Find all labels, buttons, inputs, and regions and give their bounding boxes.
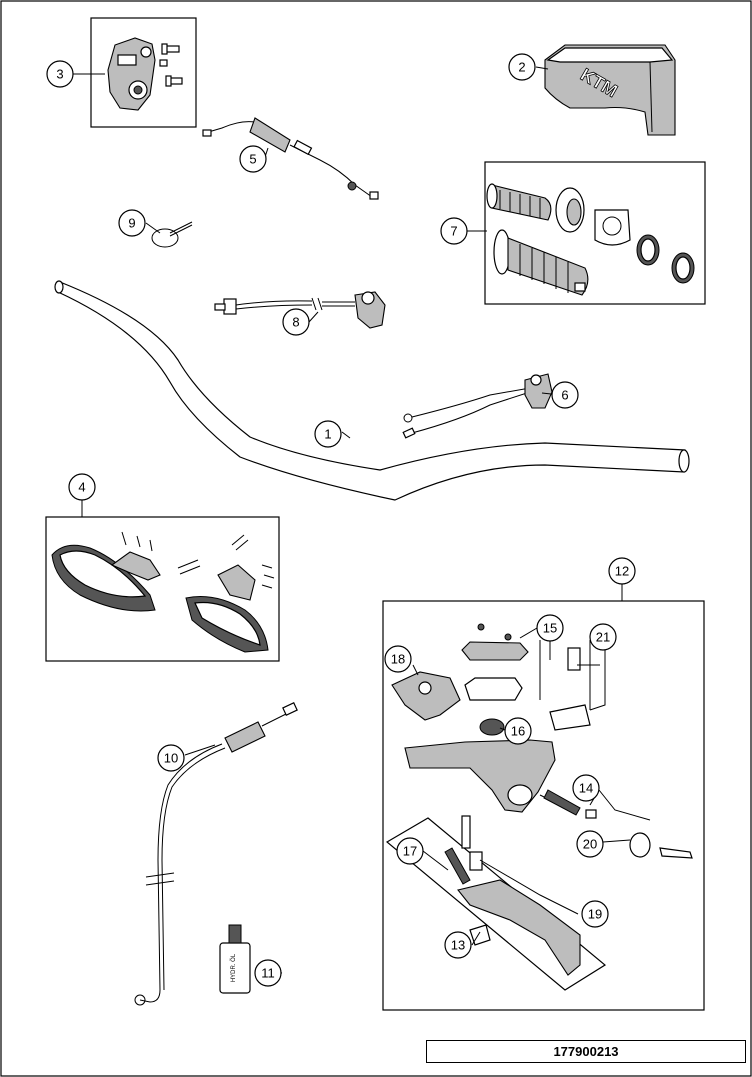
bottle-label: HYDR. ÖL: [230, 953, 237, 982]
svg-text:13: 13: [451, 938, 465, 953]
svg-text:19: 19: [588, 907, 602, 922]
part-9-cable-tie: [151, 221, 193, 248]
part-5-throttle-cable: [202, 117, 379, 200]
callout-18: 18: [384, 645, 412, 673]
svg-text:14: 14: [579, 781, 593, 796]
part-6-start-button: [402, 373, 553, 439]
part-3-switch-housing: [90, 17, 197, 128]
part-12-brake-master-cylinder: [382, 584, 705, 1011]
callout-10: 10: [157, 744, 185, 772]
svg-text:21: 21: [596, 630, 610, 645]
svg-text:9: 9: [128, 216, 135, 231]
svg-text:3: 3: [56, 67, 63, 82]
svg-text:11: 11: [261, 966, 275, 981]
callout-4: 4: [68, 473, 96, 501]
callout-15: 15: [536, 614, 564, 642]
callout-7: 7: [440, 217, 468, 245]
svg-text:10: 10: [164, 751, 178, 766]
part-7-grip-set: [484, 161, 706, 305]
svg-text:17: 17: [403, 844, 417, 859]
svg-text:12: 12: [615, 564, 629, 579]
callout-6: 6: [551, 381, 579, 409]
svg-text:7: 7: [450, 224, 457, 239]
svg-text:16: 16: [511, 724, 525, 739]
callout-2: 2: [508, 53, 536, 81]
callout-1: 1: [314, 420, 342, 448]
callout-20: 20: [576, 830, 604, 858]
part-8-switch: [214, 291, 386, 329]
callouts: 1 2 3 4 5 6 7 8 9 10 11 12 13 14 15 16 1…: [46, 53, 636, 987]
svg-text:5: 5: [249, 152, 256, 167]
callout-13: 13: [444, 931, 472, 959]
part-4-handguard-kit: [45, 516, 280, 662]
reference-number: 177900213: [426, 1040, 746, 1063]
svg-text:1: 1: [324, 427, 331, 442]
part-11-hydraulic-oil: HYDR. ÖL: [219, 924, 251, 994]
callout-21: 21: [589, 623, 617, 651]
svg-text:2: 2: [518, 60, 525, 75]
part-1-handlebar: [54, 280, 690, 501]
part-2-handlebar-pad: KTM: [544, 44, 676, 136]
svg-text:15: 15: [543, 621, 557, 636]
svg-text:18: 18: [391, 652, 405, 667]
callout-9: 9: [118, 209, 146, 237]
svg-text:4: 4: [78, 480, 85, 495]
part-10-brake-line: [134, 702, 298, 1006]
callout-3: 3: [46, 60, 74, 88]
callout-19: 19: [581, 900, 609, 928]
callout-17: 17: [396, 837, 424, 865]
svg-text:8: 8: [292, 315, 299, 330]
svg-text:20: 20: [583, 837, 597, 852]
svg-text:6: 6: [561, 388, 568, 403]
callout-8: 8: [282, 308, 310, 336]
callout-16: 16: [504, 717, 532, 745]
callout-11: 11: [254, 959, 282, 987]
callout-12: 12: [608, 557, 636, 585]
callout-14: 14: [572, 774, 600, 802]
callout-5: 5: [239, 145, 267, 173]
